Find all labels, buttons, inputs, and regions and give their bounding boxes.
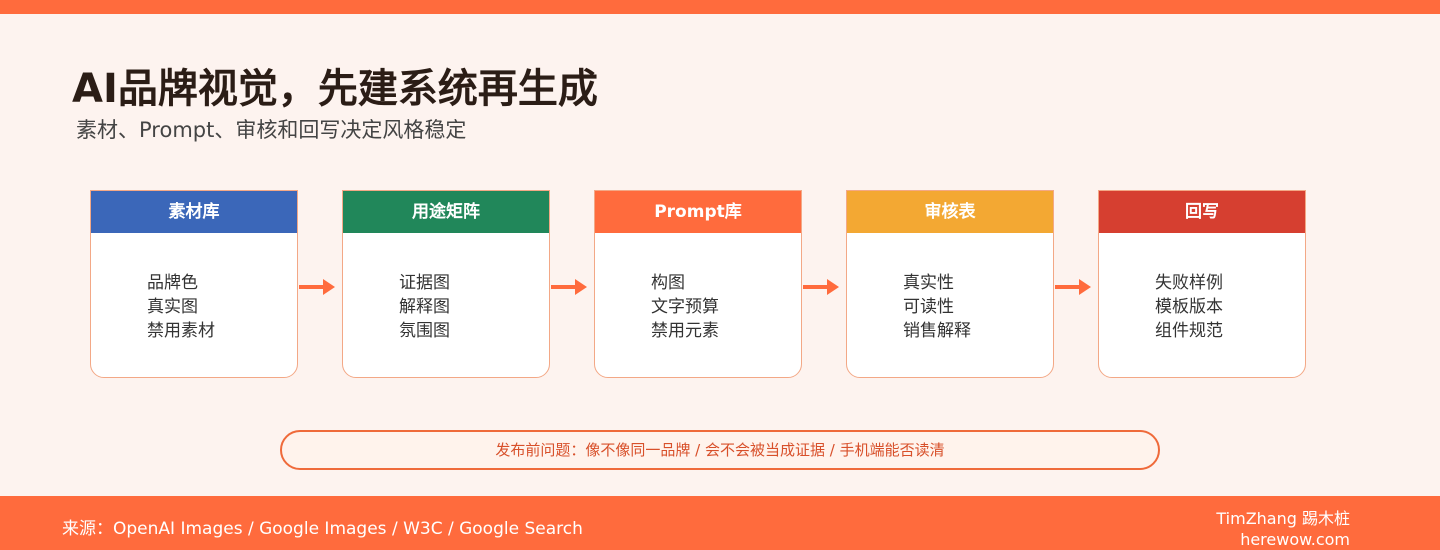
step-title: 回写	[1099, 191, 1305, 233]
step-item: 文字预算	[651, 297, 719, 317]
step-item-list: 品牌色 真实图 禁用素材	[91, 233, 297, 343]
step-item: 禁用素材	[147, 321, 215, 341]
step-title: 审核表	[847, 191, 1053, 233]
step-item-list: 证据图 解释图 氛围图	[343, 233, 549, 343]
step-item: 证据图	[399, 273, 450, 293]
step-item: 氛围图	[399, 321, 450, 341]
step-card-asset-library: 素材库 品牌色 真实图 禁用素材	[90, 190, 298, 378]
step-card-prompt-library: Prompt库 构图 文字预算 禁用元素	[594, 190, 802, 378]
step-item-list: 真实性 可读性 销售解释	[847, 233, 1053, 343]
page-subtitle: 素材、Prompt、审核和回写决定风格稳定	[76, 118, 467, 142]
step-item: 构图	[651, 273, 685, 293]
step-card-review-sheet: 审核表 真实性 可读性 销售解释	[846, 190, 1054, 378]
step-item-list: 失败样例 模板版本 组件规范	[1099, 233, 1305, 343]
step-item-list: 构图 文字预算 禁用元素	[595, 233, 801, 343]
step-item: 禁用元素	[651, 321, 719, 341]
step-item: 销售解释	[903, 321, 971, 341]
step-item: 解释图	[399, 297, 450, 317]
step-title: Prompt库	[595, 191, 801, 233]
step-item: 品牌色	[147, 273, 198, 293]
step-item: 真实性	[903, 273, 954, 293]
arrow-right-icon	[1055, 279, 1091, 295]
author-site: herewow.com	[1240, 530, 1350, 549]
page-title: AI品牌视觉，先建系统再生成	[72, 66, 598, 112]
step-item: 失败样例	[1155, 273, 1223, 293]
step-title: 素材库	[91, 191, 297, 233]
step-item: 真实图	[147, 297, 198, 317]
source-note: 来源：OpenAI Images / Google Images / W3C /…	[62, 519, 583, 539]
step-card-usage-matrix: 用途矩阵 证据图 解释图 氛围图	[342, 190, 550, 378]
arrow-right-icon	[551, 279, 587, 295]
pre-publish-check-bar: 发布前问题：像不像同一品牌 / 会不会被当成证据 / 手机端能否读清	[280, 430, 1160, 470]
author-credit: TimZhang 踢木桩 herewow.com	[1216, 508, 1350, 550]
step-item: 组件规范	[1155, 321, 1223, 341]
arrow-right-icon	[803, 279, 839, 295]
author-name: TimZhang 踢木桩	[1216, 509, 1350, 528]
step-item: 可读性	[903, 297, 954, 317]
arrow-right-icon	[299, 279, 335, 295]
step-card-write-back: 回写 失败样例 模板版本 组件规范	[1098, 190, 1306, 378]
step-title: 用途矩阵	[343, 191, 549, 233]
step-item: 模板版本	[1155, 297, 1223, 317]
top-accent-bar	[0, 0, 1440, 14]
footer-bar: 来源：OpenAI Images / Google Images / W3C /…	[0, 496, 1440, 550]
